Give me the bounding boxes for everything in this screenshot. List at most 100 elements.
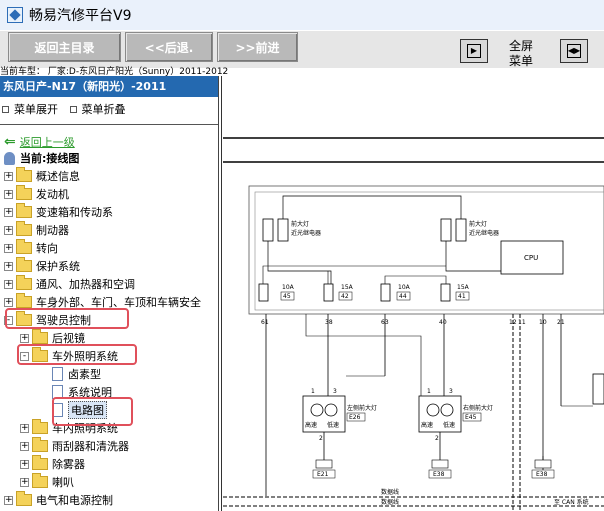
lamp-label: 右侧前大灯	[463, 404, 493, 412]
tree-item-mirrors[interactable]: +后视镜	[20, 329, 85, 345]
tree-item-defogger[interactable]: +除雾器	[20, 455, 85, 471]
lamp-code-box	[462, 412, 482, 422]
ground-code-box	[531, 469, 555, 479]
ground-symbol	[431, 459, 449, 469]
lamp-code-box	[346, 412, 366, 422]
fuse-number: 42	[341, 293, 349, 300]
divider	[0, 124, 218, 125]
back-link[interactable]: ⇐ 返回上一级	[4, 134, 75, 150]
tree-item-engine[interactable]: +发动机	[4, 185, 69, 201]
lamp-code: E26	[349, 414, 361, 421]
tree-item-electrical[interactable]: +电气和电源控制	[4, 491, 113, 507]
expand-plus-icon: +	[20, 476, 29, 487]
lamp-label: 左侧前大灯	[347, 404, 377, 412]
relay-right-contact	[440, 218, 452, 242]
ground-symbol	[534, 459, 552, 469]
wire	[282, 195, 462, 219]
fuse-symbol	[258, 283, 269, 302]
tree-item-halogen[interactable]: 卤素型	[52, 365, 101, 383]
cpu-label: CPU	[524, 254, 538, 262]
folder-icon	[16, 275, 32, 290]
forward-button[interactable]: >>前进	[217, 32, 298, 62]
expand-right-icon: ▶	[467, 44, 481, 58]
ground-code: E38	[536, 471, 548, 478]
tree-item-brakes[interactable]: +制动器	[4, 221, 69, 237]
tree-item-exterior-lighting[interactable]: -车外照明系统	[20, 347, 118, 365]
folder-open-icon	[16, 311, 32, 326]
relay-left-coil	[277, 218, 289, 242]
home-button[interactable]: 返回主目录	[8, 32, 121, 62]
relay-left-sublabel: 近光继电器	[291, 229, 321, 237]
highlight-exterior-lighting	[17, 344, 137, 365]
wire	[305, 314, 422, 396]
sidebar: 东风日产-N17（新阳光）-2011 菜单展开 菜单折叠 ⇐ 返回上一级 当前:…	[0, 76, 219, 511]
ground-right: E38	[531, 459, 555, 479]
relay-right-sublabel: 近光继电器	[469, 229, 499, 237]
folder-icon	[32, 437, 48, 452]
expand-plus-icon: +	[20, 422, 29, 433]
vehicle-info: 当前车型： 厂家:D-东风日产阳光（Sunny）2011-2012	[0, 67, 229, 77]
fuse-2: 15A 42 38	[323, 283, 354, 326]
expand-square-icon	[2, 106, 9, 113]
menu-toggle-button[interactable]: ◀▶	[560, 39, 588, 63]
lamp-left: 高速 低速 1 3 2 左侧前大灯 E26	[302, 388, 377, 442]
lamp-pin: 3	[333, 388, 337, 395]
tree-item-horn[interactable]: +喇叭	[20, 473, 74, 489]
fuse-number-box	[455, 291, 470, 301]
folder-icon	[32, 329, 48, 344]
menu-expand-control[interactable]: 菜单展开	[2, 103, 58, 116]
tree-item-driver-controls[interactable]: -驾驶员控制	[4, 311, 91, 329]
relay-right-label: 前大灯	[469, 220, 487, 228]
expand-plus-icon: +	[20, 440, 29, 451]
lamp-high: 高速	[421, 421, 433, 429]
tree-item-protection[interactable]: +保护系统	[4, 257, 80, 273]
tree-item-body[interactable]: +车身外部、车门、车顶和车辆安全	[4, 293, 201, 309]
relay-right-coil	[455, 218, 467, 242]
lamp-low: 低速	[443, 421, 455, 429]
fuse-symbol	[323, 283, 334, 302]
lamp-pin: 2	[435, 435, 439, 442]
app-logo-icon	[7, 7, 23, 23]
fuse-symbol	[380, 283, 391, 302]
expand-plus-icon: +	[4, 494, 13, 505]
folder-icon	[16, 203, 32, 218]
tree-item-hvac[interactable]: +通风、加热器和空调	[4, 275, 135, 291]
ground-left: E21	[312, 459, 336, 479]
cpu-box	[500, 240, 564, 275]
expand-plus-icon: +	[4, 260, 13, 271]
collapse-minus-icon: -	[20, 351, 29, 361]
relay-left-contact	[262, 218, 274, 242]
lamp-pin: 1	[311, 388, 315, 395]
fuse-number-box	[280, 291, 295, 301]
collapse-square-icon	[69, 106, 77, 113]
data-line-label: 数据线	[381, 498, 399, 506]
wire	[384, 275, 447, 284]
folder-icon	[16, 167, 32, 182]
document-icon	[52, 367, 63, 381]
folder-icon	[16, 185, 32, 200]
folder-icon	[16, 293, 32, 308]
tree-item-wipers[interactable]: +雨刮器和清洗器	[20, 437, 129, 453]
back-arrow-icon: ⇐	[4, 134, 16, 150]
lamp-box	[418, 395, 462, 433]
folder-icon	[32, 455, 48, 470]
fuse-number-box	[338, 291, 353, 301]
back-button[interactable]: <<后退.	[125, 32, 213, 62]
tree-item-circuit-diagram[interactable]: 电路图	[52, 401, 107, 419]
wiring-diagram: 前大灯 近光继电器 前大灯 近光继电器 CPU 10A 45 61 15A 42…	[223, 137, 604, 511]
folder-icon	[16, 239, 32, 254]
fuse-pin: 38	[325, 319, 333, 326]
tree-item-transmission[interactable]: +变速箱和传动系	[4, 203, 113, 219]
fuse-amp: 15A	[457, 284, 470, 291]
menu-collapse-control[interactable]: 菜单折叠	[69, 103, 126, 116]
current-location: 当前:接线图	[4, 149, 79, 167]
right-pin: 11	[518, 319, 526, 326]
lamp-pin: 2	[319, 435, 323, 442]
expand-plus-icon: +	[20, 458, 29, 469]
user-icon	[4, 151, 15, 165]
partial-component	[592, 373, 604, 405]
tree-item-steering[interactable]: +转向	[4, 239, 58, 255]
lamp-code: E45	[465, 414, 477, 421]
fullscreen-toggle-button[interactable]: ▶	[460, 39, 488, 63]
tree-item-overview[interactable]: +概述信息	[4, 167, 80, 183]
